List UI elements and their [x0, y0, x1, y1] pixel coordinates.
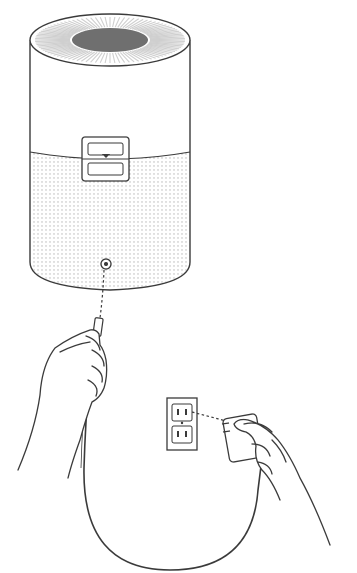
- vent-line: [35, 41, 70, 42]
- wall-outlet: [167, 398, 197, 450]
- vent-line: [150, 39, 185, 40]
- power-port: [101, 259, 111, 269]
- filter-latch: [82, 137, 129, 181]
- top-center-disc: [72, 28, 148, 52]
- air-purifier: [30, 14, 190, 293]
- left-hand: [18, 330, 107, 478]
